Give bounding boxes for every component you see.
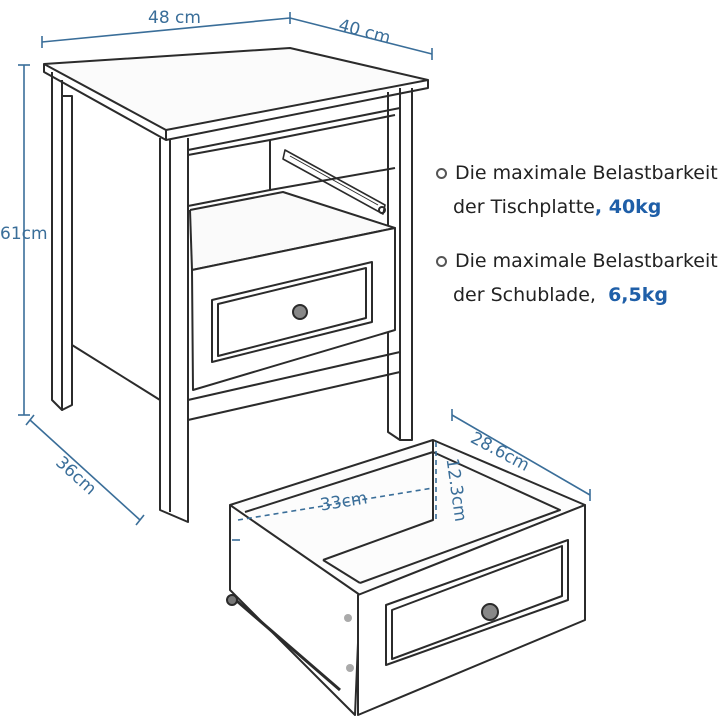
spec-line: der Schublade,	[453, 284, 596, 306]
bullet-icon	[436, 255, 447, 267]
spec-value: 40kg	[608, 196, 662, 218]
spec-separator: ,	[594, 196, 609, 218]
height-label: 61cm	[0, 224, 48, 244]
width-label: 48 cm	[148, 8, 201, 28]
spec-value: 6,5kg	[608, 284, 668, 306]
spec-line: der Tischplatte	[453, 196, 595, 218]
nightstand-drawing	[43, 47, 429, 523]
spec-line: Die maximale Belastbarkeit	[455, 250, 718, 272]
bullet-icon	[436, 167, 447, 179]
dimension-lines	[18, 12, 591, 541]
spec-line: Die maximale Belastbarkeit	[455, 162, 718, 184]
drawer-drawing	[226, 439, 586, 716]
spec-separator	[596, 284, 608, 306]
load-spec-drawer: Die maximale Belastbarkeit der Schublade…	[436, 244, 718, 312]
load-spec-top: Die maximale Belastbarkeit der Tischplat…	[436, 156, 718, 224]
